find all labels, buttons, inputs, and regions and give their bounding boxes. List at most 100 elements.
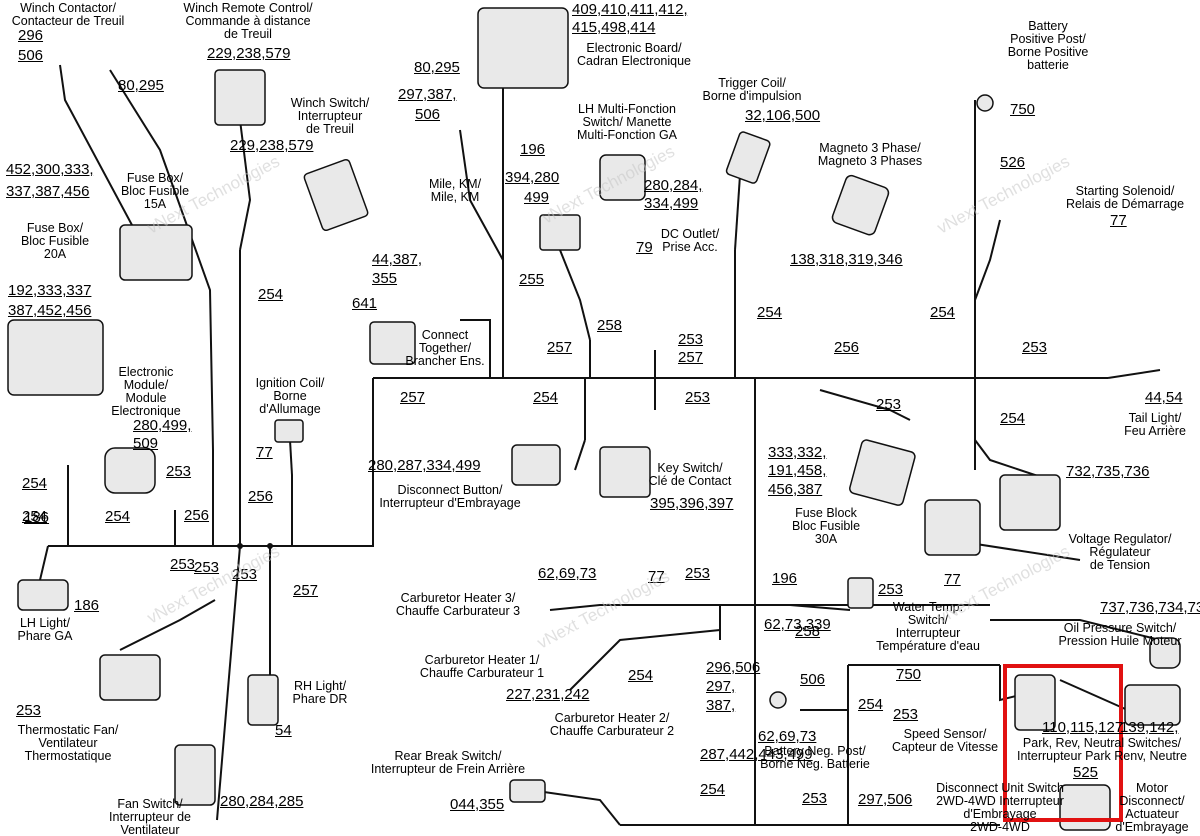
ref-number: 253 — [194, 559, 220, 576]
ref-number: 044,355 — [450, 796, 505, 813]
connector-rh-light — [247, 674, 279, 726]
highlight-box — [1003, 664, 1123, 822]
label-fan-switch: Fan Switch/ Interrupteur de Ventilateur — [109, 797, 191, 836]
ref-number: 394,280 — [505, 169, 560, 186]
label-electronic-board: Electronic Board/ Cadran Electronique — [577, 41, 691, 68]
label-speed-sensor: Speed Sensor/ Capteur de Vitesse — [891, 727, 999, 754]
label-rear-brake: Rear Break Switch/ Interrupteur de Frein… — [370, 749, 526, 776]
ref-number: 333,332, — [768, 444, 827, 461]
ref-number: 253 — [802, 790, 828, 807]
ref-number: 452,300,333, — [6, 161, 94, 178]
ref-number: 186 — [24, 509, 50, 526]
connector-key-switch — [599, 446, 651, 498]
connector-thermostatic-fan — [99, 654, 161, 701]
ref-number: 192,333,337 — [8, 282, 92, 299]
label-voltage-regulator: Voltage Regulator/ Régulateur de Tension — [1068, 532, 1172, 572]
label-starting-solenoid: Starting Solenoid/ Relais de Démarrage — [1065, 184, 1185, 211]
ref-number: 456,387 — [768, 481, 823, 498]
label-magneto: Magneto 3 Phase/ Magneto 3 Phases — [817, 141, 923, 168]
ref-number: 499 — [524, 189, 550, 206]
ref-number: 254 — [858, 696, 884, 713]
ref-number: 506 — [415, 106, 441, 123]
connector-park — [1014, 674, 1056, 731]
ref-number: 80,295 — [118, 77, 164, 94]
ref-number: 254 — [930, 304, 956, 321]
ref-number: 77 — [256, 444, 273, 461]
ref-number: 258 — [795, 623, 821, 640]
ref-number: 254 — [628, 667, 654, 684]
label-carb-heater-2: Carburetor Heater 2/ Chauffe Carburateur… — [549, 711, 675, 738]
label-trigger-coil: Trigger Coil/ Borne d'impulsion — [702, 76, 802, 103]
label-lh-light: LH Light/ Phare GA — [17, 616, 73, 643]
ref-number: 334,499 — [644, 195, 699, 212]
ref-number: 254 — [533, 389, 559, 406]
ref-number: 196 — [772, 570, 798, 587]
connector-winch-remote — [214, 69, 266, 126]
ref-number: 253 — [878, 581, 904, 598]
connector-lh-light — [17, 579, 69, 611]
ref-number: 337,387,456 — [6, 183, 90, 200]
ref-number: 77 — [1110, 212, 1127, 229]
connector-dc-outlet — [539, 214, 581, 251]
ref-number: 256 — [184, 507, 210, 524]
connector-fuse-15 — [119, 224, 193, 281]
ref-number: 257 — [293, 582, 319, 599]
ref-number: 229,238,579 — [207, 45, 291, 62]
ref-number: 253 — [685, 565, 711, 582]
ref-number: 62,69,73 — [758, 728, 817, 745]
ref-number: 253 — [678, 331, 704, 348]
label-key-switch: Key Switch/ Clé de Contact — [648, 461, 732, 488]
ref-number: 253 — [170, 556, 196, 573]
ref-number: 77 — [944, 571, 961, 588]
ref-number: 254 — [22, 475, 48, 492]
connector-voltage-reg-b — [924, 499, 981, 556]
label-winch-switch: Winch Switch/ Interrupteur de Treuil — [290, 96, 370, 136]
label-park-switches: Park, Rev, Neutral Switches/ Interrupteu… — [1017, 736, 1187, 763]
ref-number: 506 — [800, 671, 826, 688]
connector-winch-switch — [303, 158, 369, 232]
ref-number: 280,287,334,499 — [368, 457, 481, 474]
ref-number: 196 — [520, 141, 546, 158]
ref-number: 253 — [1022, 339, 1048, 356]
ref-number: 62,69,73 — [538, 565, 597, 582]
label-tail-light: Tail Light/ Feu Arrière — [1124, 411, 1186, 438]
ref-number: 44,387, — [372, 251, 423, 268]
label-fuse-box-15: Fuse Box/ Bloc Fusible 15A — [120, 171, 190, 211]
ref-number: 750 — [1010, 101, 1036, 118]
ref-number: 257 — [547, 339, 573, 356]
label-carb-heater-1: Carburetor Heater 1/ Chauffe Carburateur… — [419, 653, 545, 680]
connector-disconnect-button — [511, 444, 561, 486]
ref-number: 62,73,339 — [764, 616, 831, 633]
ref-number: 257 — [400, 389, 426, 406]
label-winch-remote: Winch Remote Control/ Commande à distanc… — [183, 1, 313, 41]
connector-rear-brake — [509, 779, 546, 803]
connector-lh-multi — [599, 154, 646, 201]
ref-number: 254 — [700, 781, 726, 798]
ref-number: 296 — [18, 27, 44, 44]
ref-number: 186 — [74, 597, 100, 614]
ref-number: 395,396,397 — [650, 495, 734, 512]
connector-connect-together — [369, 321, 416, 365]
label-dc-outlet: DC Outlet/ Prise Acc. — [660, 227, 720, 254]
label-water-temp: Water Temp. Switch/ Interrupteur Tempéra… — [876, 600, 980, 653]
ref-number: 138,318,319,346 — [790, 251, 903, 268]
ref-number: 732,735,736 — [1066, 463, 1150, 480]
ref-number: 255 — [519, 271, 545, 288]
ref-number: 737,736,734,732 — [1100, 599, 1200, 616]
label-lh-multi: LH Multi-Fonction Switch/ Manette Multi-… — [576, 102, 678, 142]
ref-number: 254 — [258, 286, 284, 303]
ref-number: 387, — [706, 697, 736, 714]
ref-number: 254 — [22, 508, 48, 525]
trunk-left — [48, 378, 374, 547]
ref-number: 253 — [685, 389, 711, 406]
ref-number: 526 — [1000, 154, 1026, 171]
label-battery-neg: Battery Neg. Post/ Borne Neg. Batterie — [760, 744, 870, 771]
label-rh-light: RH Light/ Phare DR — [292, 679, 348, 706]
connector-oil-pressure — [1149, 637, 1181, 669]
ref-number: 256 — [834, 339, 860, 356]
connector-electronic-module — [104, 447, 156, 494]
ref-number: 256 — [248, 488, 274, 505]
ref-number: 253 — [16, 702, 42, 719]
ref-number: 257 — [678, 349, 704, 366]
